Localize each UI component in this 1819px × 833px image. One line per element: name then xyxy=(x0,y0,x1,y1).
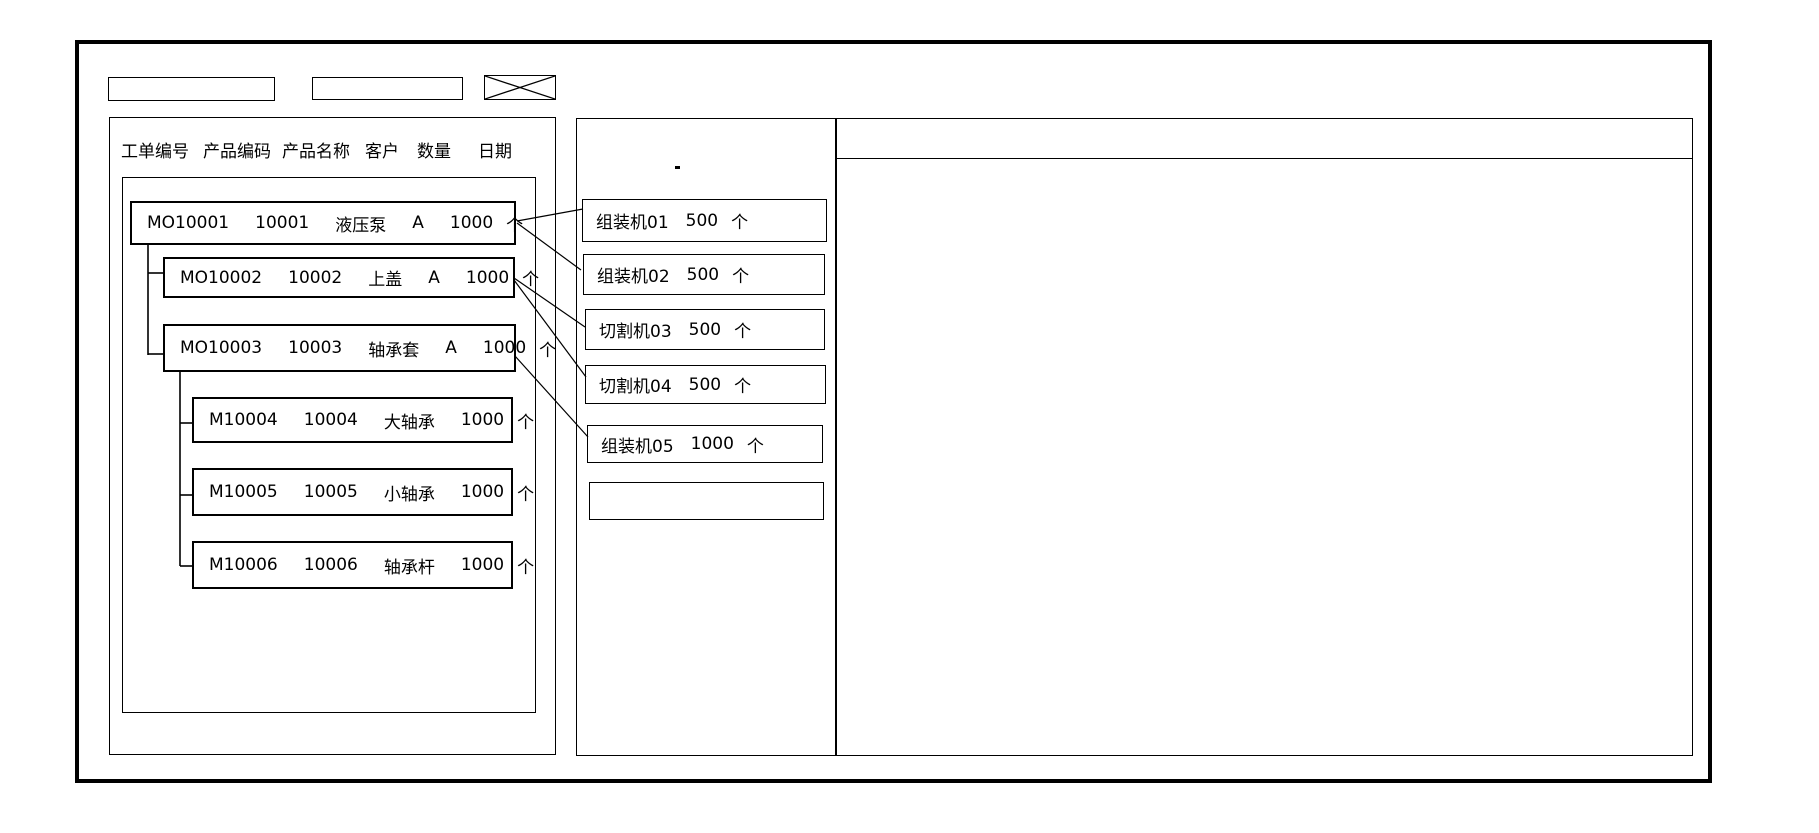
order-product-code: 10004 xyxy=(303,410,358,430)
dash-mark xyxy=(675,166,680,169)
machine-quantity: 500 xyxy=(688,319,722,340)
machine-name: 组装机01 xyxy=(596,213,669,233)
order-card-m10004[interactable]: M10004 10004 大轴承 1000 个 xyxy=(192,397,534,443)
order-id: MO10001 xyxy=(147,213,230,233)
machine-card-04[interactable]: 切割机04 500 个 xyxy=(585,365,826,404)
order-unit: 个 xyxy=(517,412,535,433)
order-quantity: 1000 xyxy=(449,213,494,233)
machine-card-01[interactable]: 组装机01 500 个 xyxy=(582,199,827,242)
x-mark-icon xyxy=(485,76,555,99)
order-id: M10004 xyxy=(209,410,278,430)
order-card-mo10003[interactable]: MO10003 10003 轴承套 A 1000 个 xyxy=(163,324,556,372)
order-unit: 个 xyxy=(506,215,524,236)
order-customer: A xyxy=(412,213,424,233)
machine-name: 切割机04 xyxy=(599,377,672,397)
machine-unit: 个 xyxy=(731,213,749,233)
col-header-product-code: 产品编码 xyxy=(203,142,271,162)
col-header-customer: 客户 xyxy=(365,142,399,162)
machine-quantity: 1000 xyxy=(690,434,734,454)
machine-unit: 个 xyxy=(734,322,752,342)
machine-quantity: 500 xyxy=(686,264,720,285)
toolbar-input-1[interactable] xyxy=(108,77,275,101)
order-id: M10006 xyxy=(209,555,278,575)
machine-card-02[interactable]: 组装机02 500 个 xyxy=(583,254,825,295)
order-quantity: 1000 xyxy=(482,338,527,358)
toolbar-input-2[interactable] xyxy=(312,77,463,100)
col-header-product-name: 产品名称 xyxy=(282,142,350,162)
order-quantity: 1000 xyxy=(465,267,510,288)
order-card-m10005[interactable]: M10005 10005 小轴承 1000 个 xyxy=(192,468,534,516)
machine-unit: 个 xyxy=(746,436,764,457)
order-product-code: 10006 xyxy=(303,555,358,575)
col-header-date: 日期 xyxy=(478,142,512,162)
machine-name: 切割机03 xyxy=(599,322,672,342)
machine-name: 组装机02 xyxy=(597,267,670,287)
order-unit: 个 xyxy=(517,484,535,505)
col-header-quantity: 数量 xyxy=(417,142,451,162)
order-product-code: 10005 xyxy=(303,482,358,502)
order-product-code: 10001 xyxy=(255,213,310,233)
order-customer: A xyxy=(428,267,440,288)
order-quantity: 1000 xyxy=(460,555,505,575)
order-customer: A xyxy=(445,338,457,358)
order-id: MO10002 xyxy=(180,267,263,288)
image-placeholder-box[interactable] xyxy=(484,75,556,100)
machine-name: 组装机05 xyxy=(601,436,674,457)
order-unit: 个 xyxy=(522,270,540,290)
machine-card-05[interactable]: 组装机05 1000 个 xyxy=(587,425,823,463)
order-id: M10005 xyxy=(209,482,278,502)
machine-quantity: 500 xyxy=(688,374,722,395)
col-header-work-order-no: 工单编号 xyxy=(121,142,189,162)
machine-quantity: 500 xyxy=(685,210,719,231)
machine-card-empty[interactable] xyxy=(589,482,824,520)
machine-unit: 个 xyxy=(732,267,750,287)
order-product-name: 轴承杆 xyxy=(383,557,435,578)
order-unit: 个 xyxy=(539,340,557,361)
order-product-name: 小轴承 xyxy=(383,484,435,505)
order-product-code: 10002 xyxy=(288,267,343,288)
order-unit: 个 xyxy=(517,557,535,578)
order-card-m10006[interactable]: M10006 10006 轴承杆 1000 个 xyxy=(192,541,534,589)
order-quantity: 1000 xyxy=(460,482,505,502)
order-product-name: 轴承套 xyxy=(368,340,420,361)
order-card-mo10002[interactable]: MO10002 10002 上盖 A 1000 个 xyxy=(163,257,539,298)
schedule-panel xyxy=(836,118,1693,756)
order-product-name: 大轴承 xyxy=(383,412,435,433)
order-id: MO10003 xyxy=(180,338,263,358)
order-product-code: 10003 xyxy=(288,338,343,358)
order-quantity: 1000 xyxy=(460,410,505,430)
machine-card-03[interactable]: 切割机03 500 个 xyxy=(585,309,825,350)
order-product-name: 液压泵 xyxy=(335,215,387,236)
schedule-panel-header-divider xyxy=(837,158,1692,159)
order-product-name: 上盖 xyxy=(368,270,403,290)
order-card-mo10001[interactable]: MO10001 10001 液压泵 A 1000 个 xyxy=(130,201,523,245)
machine-unit: 个 xyxy=(734,377,752,397)
